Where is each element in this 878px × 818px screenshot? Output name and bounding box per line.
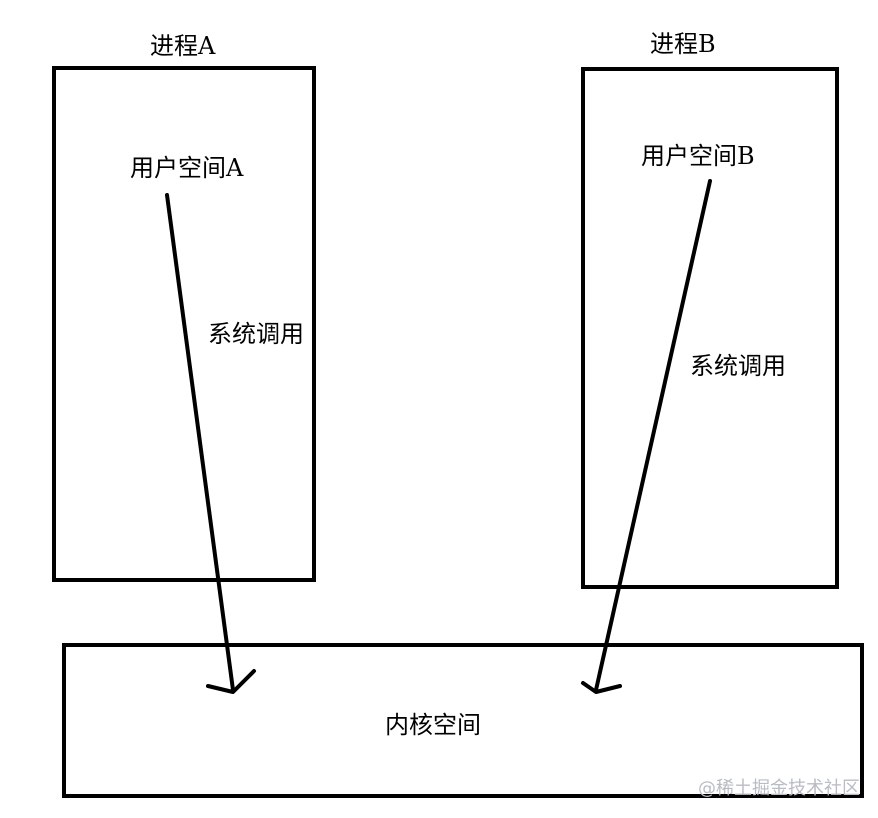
process-b-title: 进程B	[650, 30, 716, 58]
kernel-space-label: 内核空间	[385, 711, 481, 739]
syscall-a-label: 系统调用	[208, 320, 304, 348]
user-space-a-label: 用户空间A	[130, 154, 244, 182]
process-a-title: 进程A	[150, 32, 216, 60]
site-watermark: @稀土掘金技术社区	[698, 778, 860, 799]
user-space-b-label: 用户空间B	[641, 142, 755, 170]
syscall-b-label: 系统调用	[690, 352, 786, 380]
